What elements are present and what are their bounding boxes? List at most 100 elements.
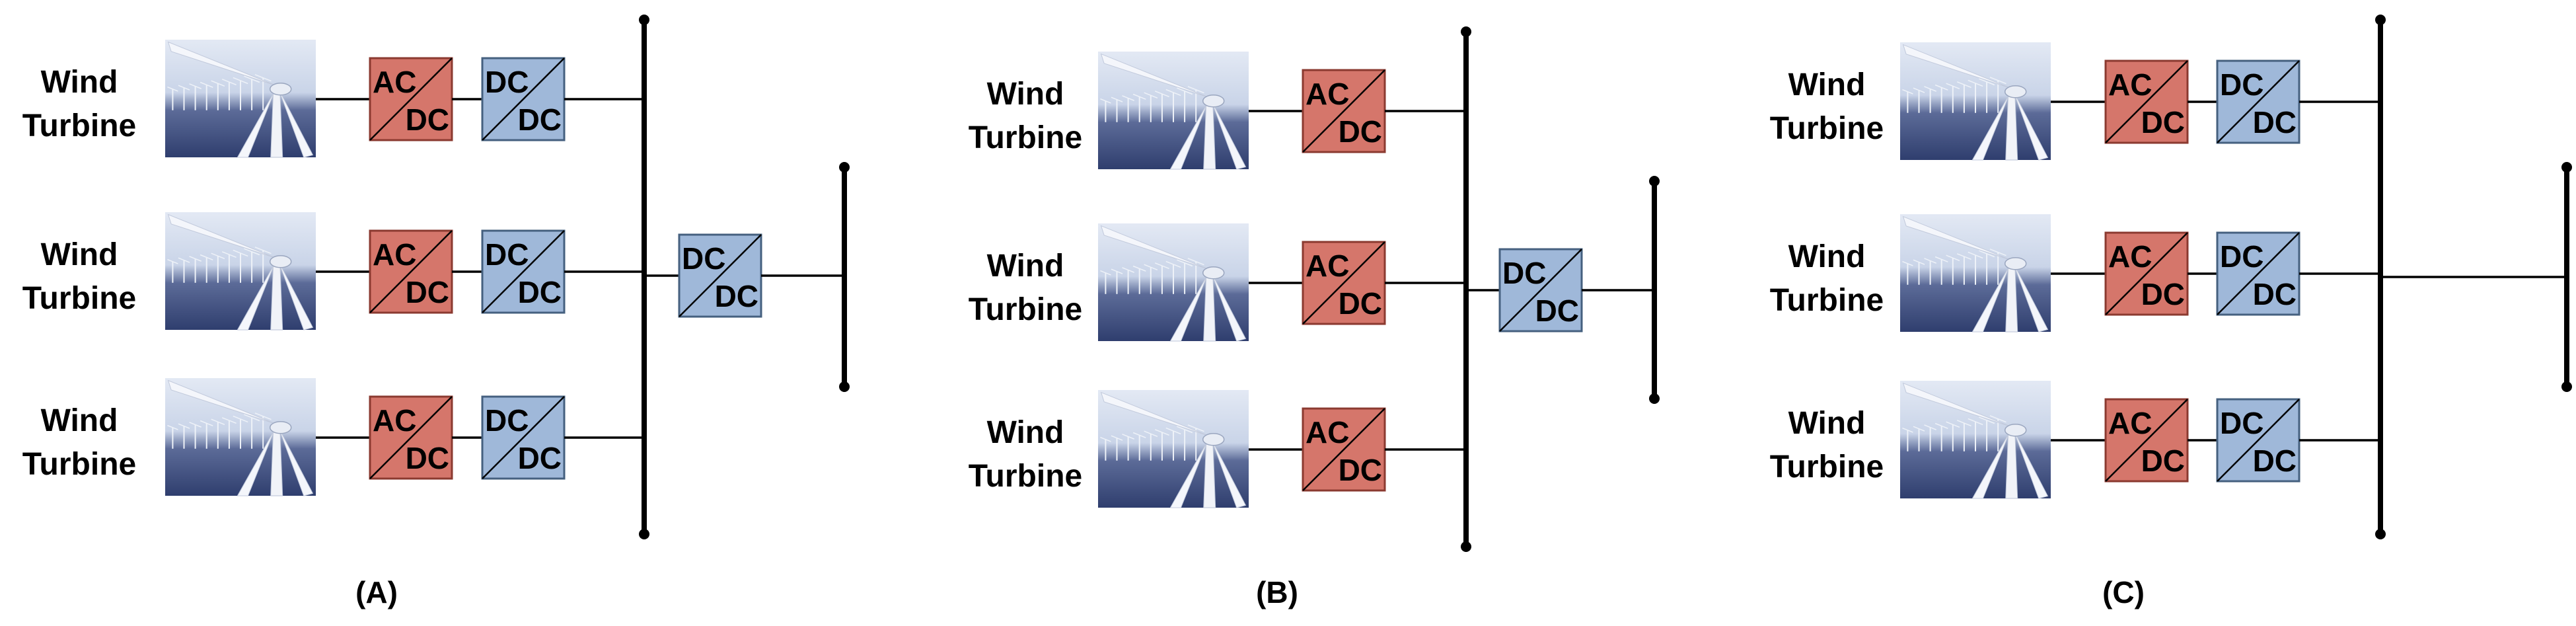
distant-turbine-blade: [1122, 95, 1134, 101]
distant-turbine-blade: [1989, 249, 2006, 256]
bus-terminal: [1461, 541, 1471, 552]
bus-terminal: [2375, 15, 2386, 25]
distant-turbine-blade: [1144, 264, 1158, 270]
turbine-blade: [237, 263, 276, 331]
distant-turbine-blade: [1913, 426, 1925, 432]
converter-diagonal: [1302, 69, 1385, 153]
converter-output-label: DC: [406, 441, 449, 475]
converter-input-label: DC: [485, 65, 529, 99]
distant-turbine-blade: [254, 247, 272, 254]
converter-input-label: AC: [2108, 67, 2152, 102]
turbine-blade: [1100, 225, 1210, 270]
converter-input-label: DC: [485, 403, 529, 438]
converter-diagonal: [369, 58, 453, 141]
converter-input-label: AC: [373, 237, 416, 272]
wind-turbine-image: [165, 212, 316, 331]
distant-turbine-blade: [221, 79, 237, 86]
converter-diagonal: [2105, 232, 2188, 315]
converter-diagonal: [482, 58, 565, 141]
converter-diagonal: [2217, 232, 2300, 315]
converter-input-label: DC: [2220, 406, 2263, 440]
converter-diagonal: [679, 234, 762, 317]
converter-diagonal: [2217, 60, 2300, 143]
distant-turbine-blade: [1989, 415, 2006, 423]
distant-turbine-blade: [1132, 93, 1146, 100]
wind-turbine-image: [1098, 390, 1249, 508]
distant-turbine-blade: [167, 86, 178, 92]
turbine-blade: [2013, 430, 2049, 499]
distant-turbine-blade: [1165, 260, 1181, 268]
turbine-blade: [278, 89, 314, 158]
converter-input-label: DC: [682, 241, 725, 276]
turbine-blade: [167, 379, 277, 425]
turbine-label-line1: Wind: [987, 249, 1064, 284]
converter-output-label: DC: [2253, 105, 2297, 139]
distant-turbine-blade: [1144, 92, 1158, 98]
distant-turbine-blade: [1913, 87, 1925, 93]
wind-turbine-image: [1900, 381, 2051, 499]
turbine-label-line2: Turbine: [969, 120, 1082, 155]
distant-turbine-blade: [1956, 253, 1971, 260]
turbine-label-line2: Turbine: [1770, 450, 1884, 485]
distant-turbine-blade: [1902, 260, 1913, 266]
panel-a: WindTurbineACDCDCDCWindTurbineACDCDCDCWi…: [22, 15, 850, 609]
distant-turbine-blade: [233, 249, 248, 257]
distant-turbine-blade: [200, 420, 213, 426]
wind-turbine-image: [165, 378, 316, 496]
turbine-label-line2: Turbine: [969, 292, 1082, 327]
converter-input-label: AC: [1306, 77, 1349, 111]
distant-turbine-blade: [1934, 84, 1948, 91]
turbine-blade: [278, 261, 314, 331]
distant-turbine-blade: [1111, 97, 1123, 102]
converter-input-label: AC: [373, 403, 416, 438]
panel-caption: (A): [355, 575, 398, 609]
converter-input-label: AC: [1306, 249, 1349, 283]
turbine-label-line1: Wind: [987, 77, 1064, 112]
turbine-blade: [167, 214, 277, 259]
distant-turbine-blade: [233, 77, 248, 85]
distant-turbine-blade: [1100, 98, 1111, 104]
distant-turbine-blade: [178, 257, 190, 263]
distant-turbine-blade: [1979, 250, 1995, 258]
converter-output-label: DC: [406, 102, 449, 137]
turbine-nacelle: [269, 83, 292, 96]
distant-turbine-blade: [233, 415, 248, 423]
converter-input-label: DC: [2220, 67, 2263, 102]
distant-turbine-blade: [244, 414, 260, 422]
bus-terminal: [2561, 162, 2572, 173]
turbine-blade: [1902, 215, 2012, 261]
turbine-blade: [1169, 274, 1208, 342]
turbine-nacelle: [1202, 266, 1225, 280]
converter-output-label: DC: [518, 275, 562, 309]
turbine-blade: [1211, 272, 1247, 342]
distant-turbine-blade: [1934, 422, 1948, 429]
distant-turbine-blade: [1111, 435, 1123, 441]
distant-turbine-blade: [1968, 251, 1983, 259]
turbine-blade: [1971, 93, 2010, 161]
converter-input-label: AC: [2108, 239, 2152, 274]
turbine-nacelle: [269, 255, 292, 268]
distant-turbine-blade: [221, 251, 237, 258]
bus-terminal: [639, 15, 649, 25]
distant-turbine-blade: [1956, 420, 1971, 427]
distant-turbine-blade: [1187, 424, 1204, 432]
distant-turbine-blade: [1177, 259, 1193, 267]
panel-b: WindTurbineACDCWindTurbineACDCWindTurbin…: [969, 26, 1660, 609]
turbine-label-line1: Wind: [41, 237, 118, 272]
distant-turbine-blade: [167, 424, 178, 430]
converter-input-label: DC: [2220, 239, 2263, 274]
converter-output-label: DC: [1535, 293, 1579, 328]
turbine-blade: [1100, 53, 1210, 98]
